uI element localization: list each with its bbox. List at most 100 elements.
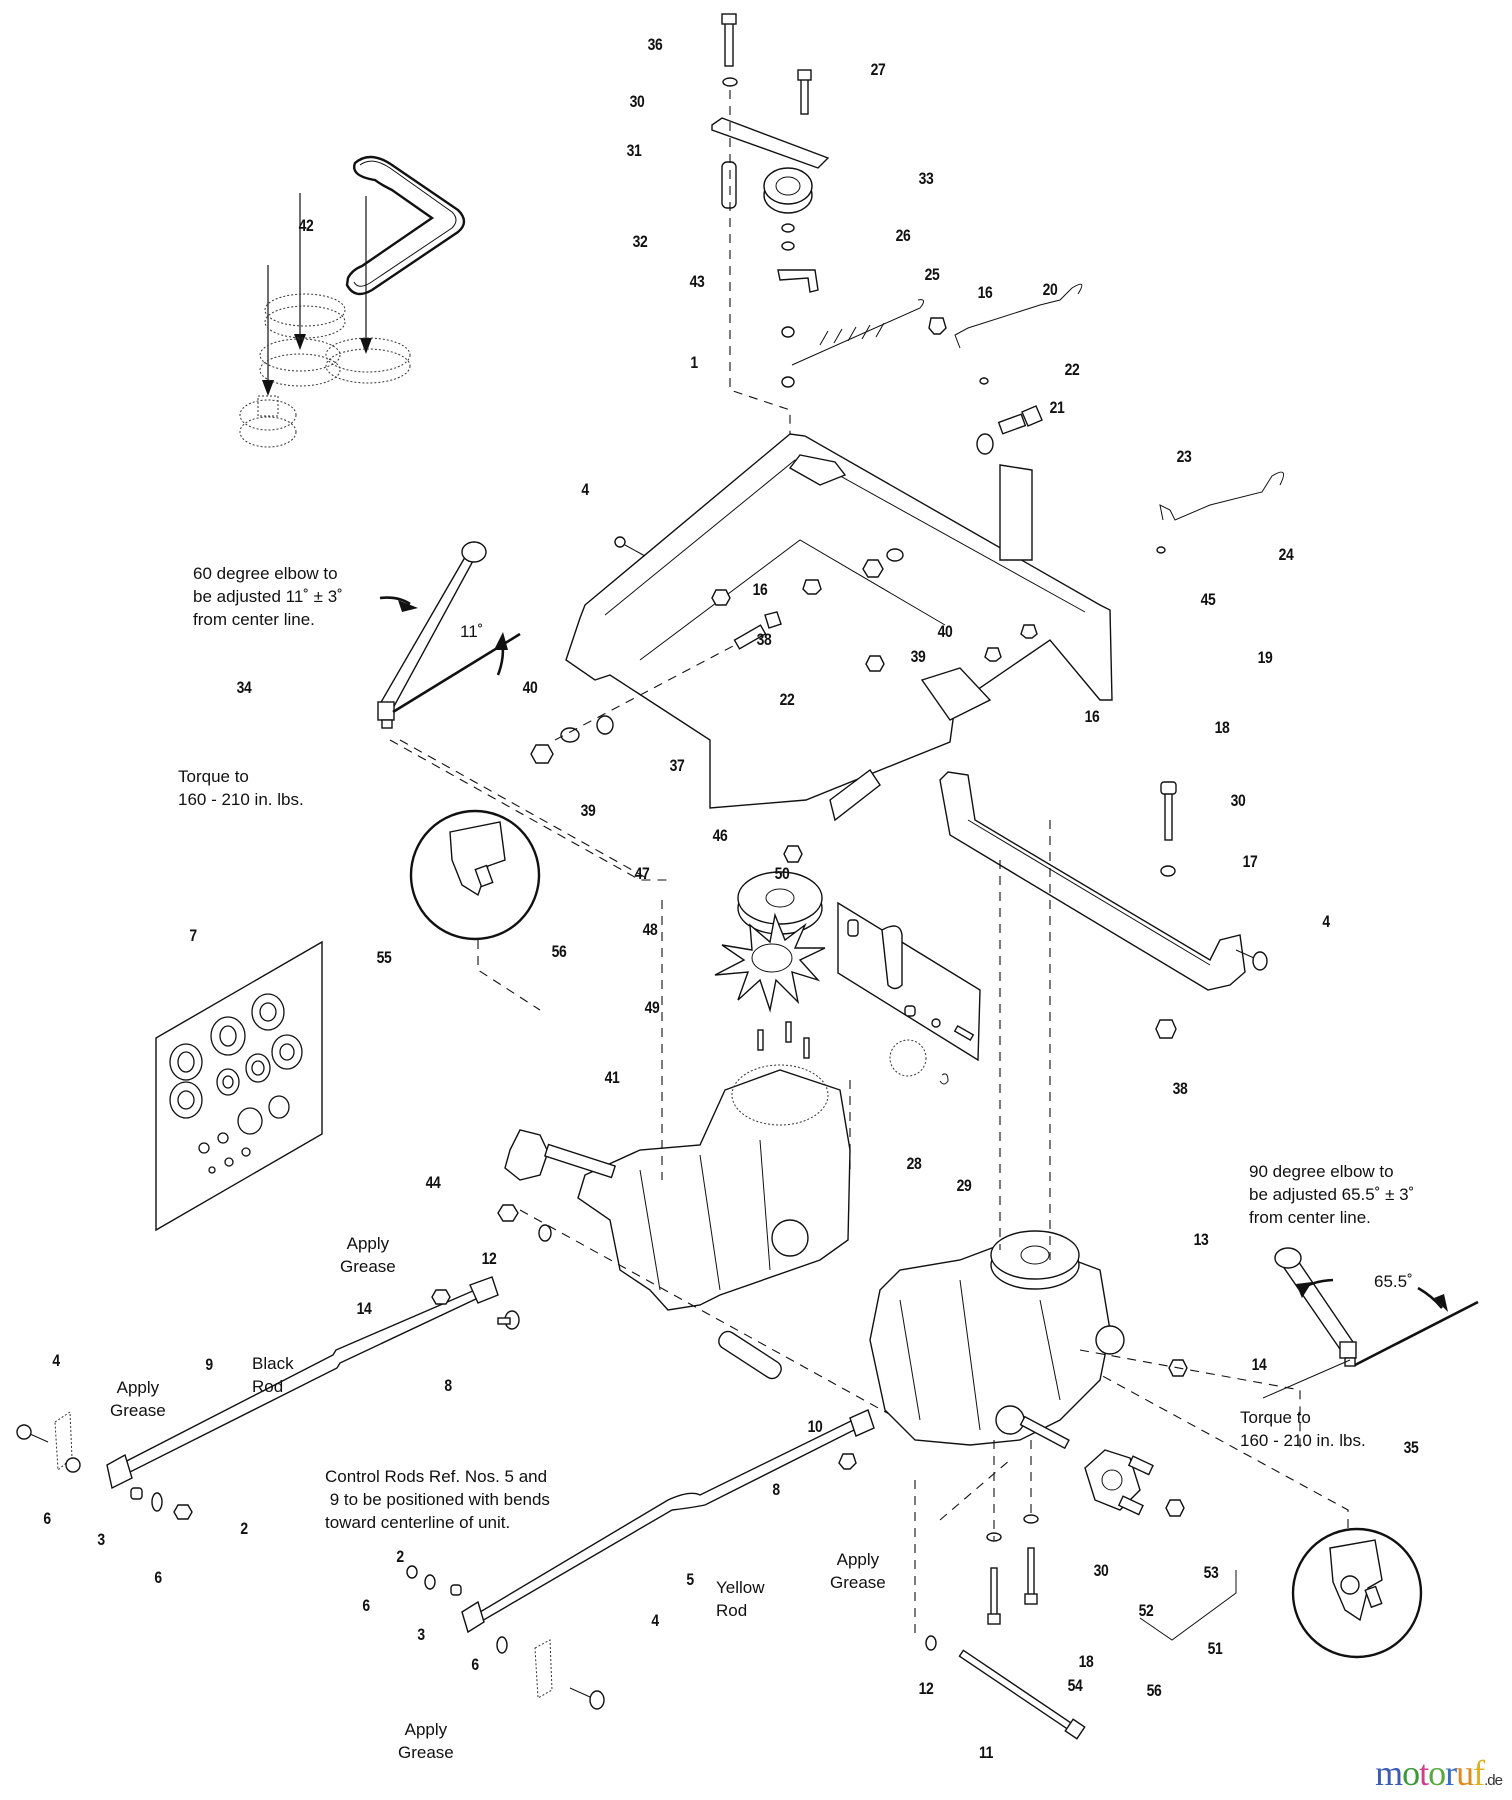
note-control-rods: Control Rods Ref. Nos. 5 and 9 to be pos… [325,1467,550,1532]
note-apply-grease-bottom: Apply Grease [398,1720,454,1762]
callout-ref-8: 8 [772,1480,780,1499]
callout-ref-30: 30 [1093,1561,1109,1580]
callout-ref-53: 53 [1203,1563,1219,1582]
callout-ref-49: 49 [644,998,660,1017]
drive-belt-42 [345,155,466,296]
callout-ref-12: 12 [918,1679,934,1698]
callout-ref-4: 4 [581,480,589,499]
bushing-1a [781,326,795,338]
callout-ref-14: 14 [356,1299,372,1318]
callout-ref-29: 29 [956,1176,972,1195]
note-torque-left: Torque to 160 - 210 in. lbs. [178,767,304,809]
logo-letter: f [1473,1753,1485,1793]
callout-ref-30: 30 [1230,791,1246,810]
bolts-49 [757,1021,810,1059]
note-yellow-rod: Yellow Rod [716,1578,765,1620]
logo-letter: o [1428,1753,1446,1793]
logo-letter: u [1456,1753,1474,1793]
callout-ref-34: 34 [236,678,252,697]
cross-bracket-17 [939,771,1246,991]
note-elbow-90: 90 degree elbow to be adjusted 65.5˚ ± 3… [1249,1162,1415,1227]
callout-ref-10: 10 [807,1417,823,1436]
watermark-logo: motoruf.de [1375,1752,1503,1794]
bolt-22-mid [733,611,782,650]
cooling-fan-48 [714,912,826,1013]
logo-letter: m [1375,1753,1403,1793]
elbow-fitting-35 [1262,1247,1479,1399]
callout-ref-1: 1 [690,353,698,372]
nut-38-upper [711,589,731,606]
spring-25 [791,299,924,366]
washer-37 [596,715,614,735]
note-angle-11: 11˚ [460,622,484,641]
idler-bolt-36 [721,13,737,67]
callout-ref-32: 32 [632,232,648,251]
bolt-18-upper [1160,781,1177,841]
callout-ref-2: 2 [240,1519,248,1538]
parts-kit-50 [837,901,981,1062]
callout-ref-36: 36 [647,35,663,54]
assembly-line [729,90,791,470]
callout-ref-56: 56 [1146,1681,1162,1700]
transaxle-pulley-47 [737,871,823,935]
callout-ref-4: 4 [1322,912,1330,931]
washer-30-upper [1160,865,1176,877]
callout-ref-40: 40 [522,678,538,697]
callout-ref-24: 24 [1278,545,1294,564]
logo-suffix: .de [1484,1772,1503,1789]
transaxle-left-41 [504,1064,851,1311]
control-rod-5-yellow [461,1409,875,1634]
clip-45 [1156,546,1166,554]
nut-39-upper [862,559,884,578]
note-torque-right: Torque to 160 - 210 in. lbs. [1240,1408,1366,1450]
callout-ref-2: 2 [396,1547,404,1566]
washer-30 [722,77,738,87]
washer-30-lower-b [1023,1514,1039,1524]
note-angle-65-5: 65.5˚ [1374,1272,1413,1291]
callout-ref-45: 45 [1200,590,1216,609]
lever-bracket-left [16,1411,193,1520]
callout-ref-43: 43 [689,272,705,291]
callout-ref-37: 37 [669,756,685,775]
callout-ref-33: 33 [918,169,934,188]
callout-ref-50: 50 [774,864,790,883]
ghost-pulleys [239,293,411,448]
callout-ref-31: 31 [626,141,642,160]
callout-ref-39: 39 [580,801,596,820]
spacer-32 [721,161,737,209]
callout-ref-48: 48 [642,920,658,939]
callout-ref-6: 6 [43,1509,51,1528]
clip-21 [979,377,989,385]
callout-ref-42: 42 [298,216,314,235]
callout-ref-6: 6 [471,1655,479,1674]
bolt-4-top [614,536,646,557]
logo-letter: r [1445,1753,1457,1793]
clip-29 [939,1073,949,1085]
hub-52 [1084,1449,1154,1516]
callout-ref-28: 28 [906,1154,922,1173]
callout-ref-7: 7 [189,926,197,945]
rod-24 [1159,471,1285,521]
callout-ref-38: 38 [1172,1079,1188,1098]
callout-ref-6: 6 [362,1596,370,1615]
callout-ref-8: 8 [444,1376,452,1395]
callout-ref-13: 13 [1193,1230,1209,1249]
transaxle-right-13 [869,1230,1125,1450]
callout-ref-51: 51 [1207,1639,1223,1658]
note-apply-grease-left: Apply Grease [110,1378,166,1420]
bolt-4-right [1235,949,1268,971]
logo-letter: t [1419,1753,1429,1793]
callout-ref-30: 30 [629,92,645,111]
note-apply-grease-right: Apply Grease [830,1550,886,1592]
nut-38-lower [865,655,885,672]
washer-43b [781,241,795,251]
washer-40-upper [886,548,904,562]
mounting-frame-19 [565,433,1113,809]
bolt-11 [958,1649,1086,1740]
nut-46 [783,845,803,863]
callout-ref-40: 40 [937,622,953,641]
note-black-rod: Black Rod [252,1354,294,1396]
note-elbow-60: 60 degree elbow to be adjusted 11˚ ± 3˚ … [193,564,343,629]
callout-ref-6: 6 [154,1568,162,1587]
callout-ref-46: 46 [712,826,728,845]
